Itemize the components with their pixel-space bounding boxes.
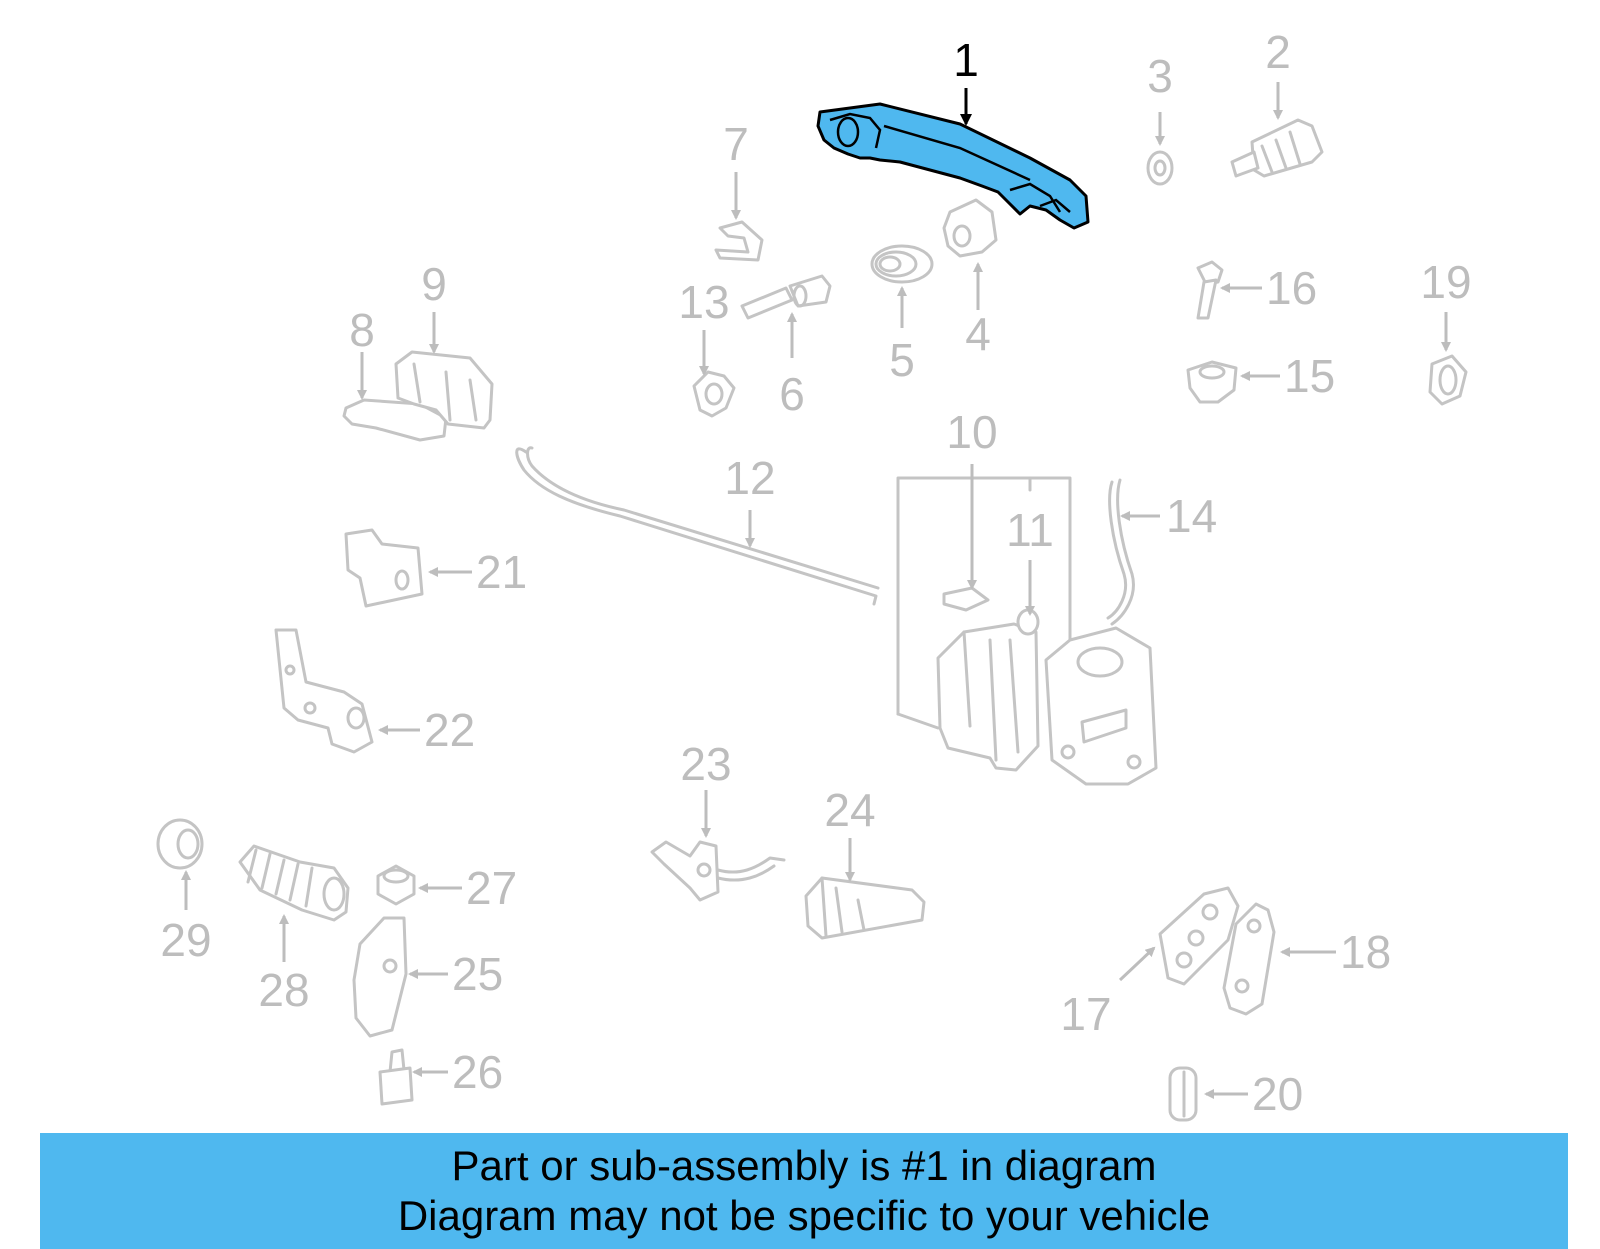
callout-29: 29 bbox=[160, 914, 211, 966]
callout-11: 11 bbox=[1006, 504, 1054, 556]
callout-8: 8 bbox=[349, 304, 375, 356]
callout-7: 7 bbox=[723, 118, 749, 170]
part-29-grommet bbox=[156, 818, 204, 870]
part-7-clip bbox=[714, 220, 764, 262]
part-16-screw bbox=[1196, 260, 1224, 320]
info-banner: Part or sub-assembly is #1 in diagram Di… bbox=[40, 1133, 1568, 1249]
callout-16: 16 bbox=[1266, 262, 1317, 314]
part-23-check-strap bbox=[650, 840, 786, 902]
callout-1: 1 bbox=[953, 34, 979, 86]
callout-15: 15 bbox=[1284, 350, 1335, 402]
part-28-boot bbox=[238, 844, 350, 922]
callout-22: 22 bbox=[424, 704, 475, 756]
part-20-cap bbox=[1168, 1066, 1198, 1122]
callout-13: 13 bbox=[678, 276, 729, 328]
part-4-bracket bbox=[942, 198, 998, 258]
banner-line-1: Part or sub-assembly is #1 in diagram bbox=[451, 1142, 1157, 1189]
callout-19: 19 bbox=[1420, 256, 1471, 308]
callout-21: 21 bbox=[476, 546, 527, 598]
callout-27: 27 bbox=[466, 862, 517, 914]
callout-24: 24 bbox=[824, 784, 875, 836]
part-6-pin bbox=[740, 274, 832, 320]
part-22-bracket bbox=[274, 628, 374, 754]
part-17-hinge bbox=[1158, 886, 1240, 986]
callout-23: 23 bbox=[680, 738, 731, 790]
callout-18: 18 bbox=[1340, 926, 1391, 978]
parts-10-11-latch-assembly bbox=[896, 476, 1158, 786]
part-8-inside-handle bbox=[342, 398, 448, 442]
part-12-rod bbox=[515, 446, 880, 606]
callout-17: 17 bbox=[1060, 988, 1111, 1040]
callout-6: 6 bbox=[779, 368, 805, 420]
leader-17 bbox=[1118, 946, 1156, 982]
part-26-bolt bbox=[378, 1048, 414, 1106]
callout-12: 12 bbox=[724, 452, 775, 504]
part-18-plate bbox=[1222, 902, 1276, 1016]
part-25-striker-plate bbox=[352, 916, 408, 1038]
callout-20: 20 bbox=[1252, 1068, 1303, 1120]
banner-line-2: Diagram may not be specific to your vehi… bbox=[397, 1192, 1211, 1239]
part-27-nut bbox=[376, 864, 416, 906]
part-13-clip bbox=[692, 370, 736, 418]
part-9-handle-housing bbox=[394, 350, 494, 430]
callout-2: 2 bbox=[1265, 26, 1291, 78]
part-14-rod bbox=[1106, 478, 1135, 626]
callout-28: 28 bbox=[258, 964, 309, 1016]
part-24-bumper bbox=[804, 876, 926, 940]
part-19-bushing bbox=[1428, 354, 1468, 406]
part-2-bolt bbox=[1230, 118, 1324, 178]
callout-3: 3 bbox=[1147, 50, 1173, 102]
callout-4: 4 bbox=[965, 308, 991, 360]
callout-5: 5 bbox=[889, 334, 915, 386]
callout-26: 26 bbox=[452, 1046, 503, 1098]
part-15-nut bbox=[1186, 360, 1238, 404]
part-1-door-handle[interactable] bbox=[816, 102, 1090, 230]
part-21-bracket bbox=[344, 528, 424, 608]
part-5-grommet bbox=[870, 244, 934, 284]
callout-14: 14 bbox=[1166, 490, 1217, 542]
part-3-washer bbox=[1146, 150, 1174, 186]
callout-25: 25 bbox=[452, 948, 503, 1000]
callout-9: 9 bbox=[421, 258, 447, 310]
callout-10: 10 bbox=[946, 406, 997, 458]
